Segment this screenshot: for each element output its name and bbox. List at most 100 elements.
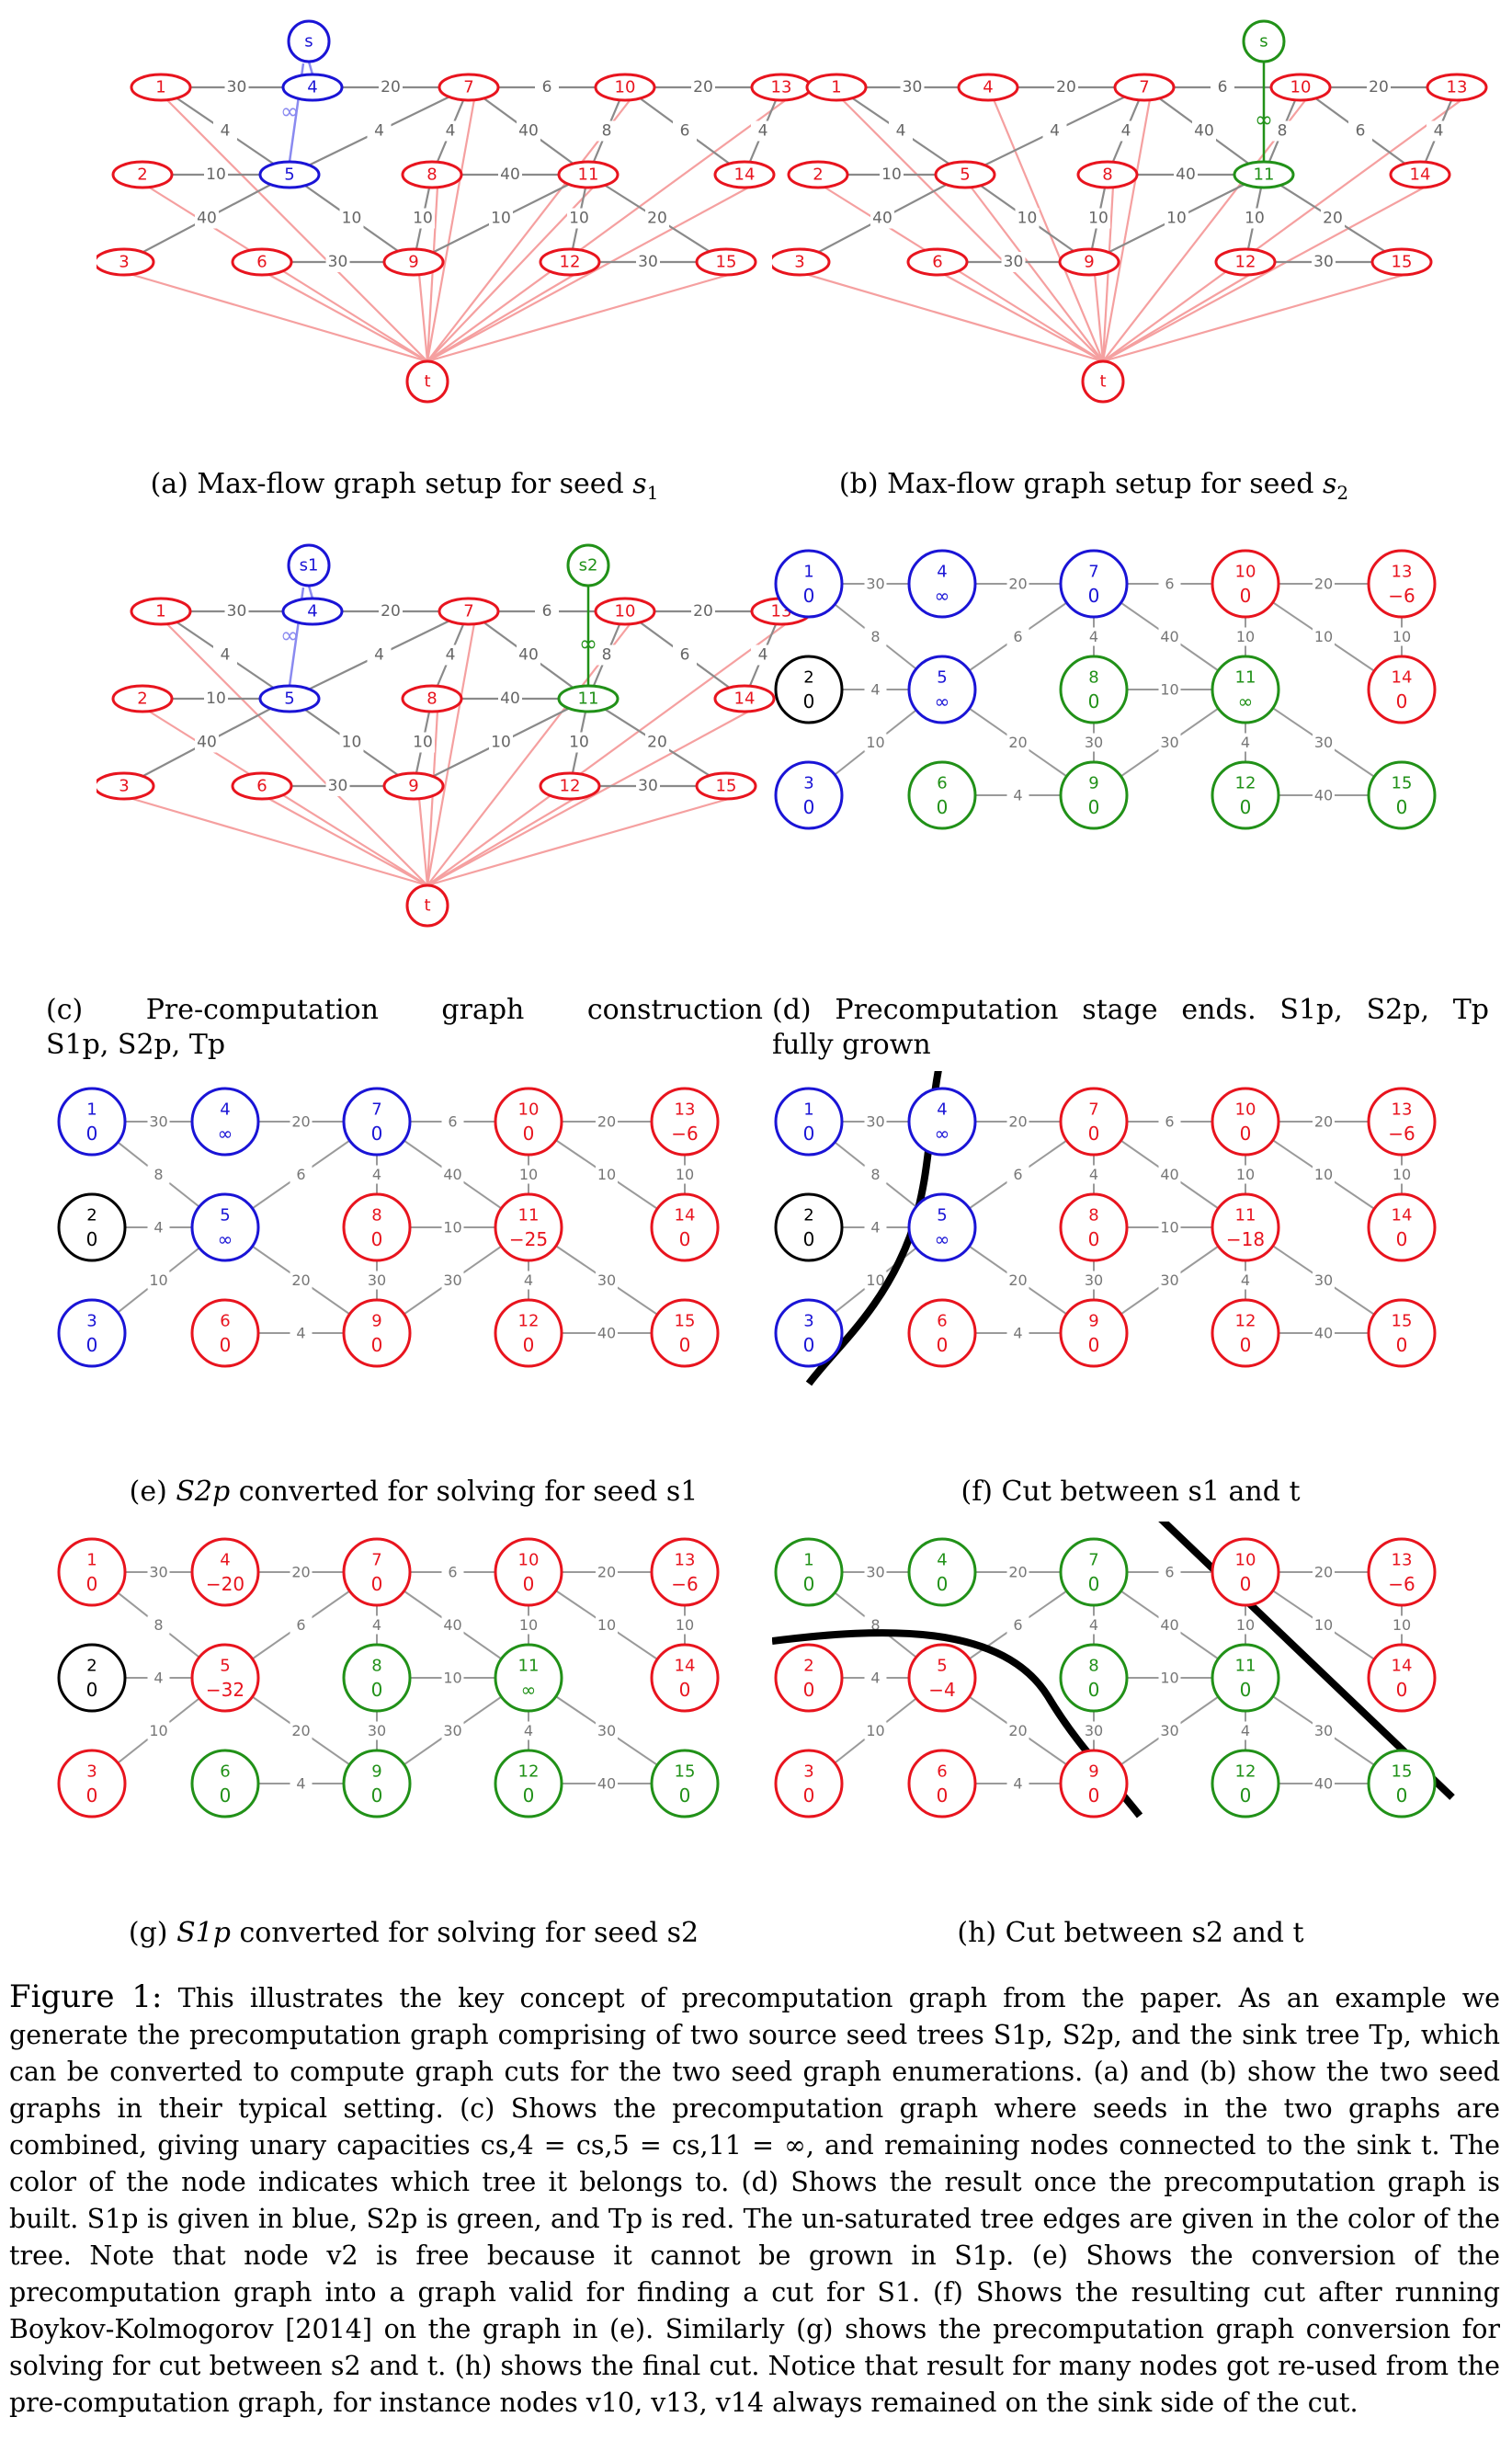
edge-label-bg [596,1774,618,1793]
edge-label-bg [1234,1165,1256,1184]
node-label: 13 [1392,1100,1413,1120]
node-value: 0 [220,1334,232,1356]
edge-label-bg [1243,208,1267,229]
edge-weight: 4 [758,646,768,665]
edge-weight: 20 [597,1113,616,1131]
node-label: 13 [1392,1551,1413,1570]
sink-edge [942,273,1104,362]
node-label: 9 [1084,253,1094,272]
node-value: 0 [803,796,815,818]
node-value: 0 [1396,1228,1408,1250]
edge-weight: 40 [518,646,539,665]
graph-node [557,684,620,713]
edge-label-bg [224,601,249,621]
edge-weight: 4 [296,1775,305,1793]
graph-node [774,1298,844,1368]
edge-weight: 10 [1088,210,1108,228]
edge-weight: 10 [569,734,589,752]
node-value: 0 [523,1334,535,1356]
node-label: 6 [937,1762,947,1782]
sink-edge [417,273,429,362]
node-value: ∞ [1238,690,1254,712]
graph-node [97,247,155,277]
edge-label-bg [864,1165,887,1184]
edge-label-bg [1234,1615,1256,1635]
sink-edge [804,272,1104,363]
edge-weight: 10 [1393,1166,1411,1183]
graph-node [1426,73,1488,102]
edge-weight: 6 [296,1166,305,1183]
edge-weight: 10 [1166,210,1187,228]
edge-label-bg [567,732,591,753]
edge-weight: 6 [1013,628,1022,645]
node-label: 10 [615,602,636,621]
node-label: 14 [1392,668,1413,688]
edge-label-bg [1313,1721,1335,1740]
edge-label-bg [1006,1324,1029,1342]
edge-label-bg [1158,1218,1181,1237]
edge-label-bg [1001,252,1026,272]
graph-node [57,1298,127,1368]
graph-node [906,247,969,277]
edge-weight: 4 [153,1219,163,1237]
graph-node [1059,1087,1129,1157]
edge-label-bg [864,1218,887,1237]
node-label: 12 [1235,1312,1256,1331]
edge-weight: 10 [1393,628,1411,645]
graph-node [494,1749,563,1818]
node-label: 1 [803,1551,813,1570]
edge-weight: 4 [1013,1325,1022,1342]
edge-weight: 30 [1160,1722,1178,1739]
node-label: 15 [716,253,737,272]
edge-weight: 6 [542,78,552,97]
edge-label-bg [1313,575,1335,593]
node-label: 3 [803,1762,813,1782]
node-label: 4 [307,78,317,97]
node-label: 11 [1235,668,1256,688]
node-label: 2 [803,1657,813,1676]
node-value: 0 [803,585,815,607]
node-label: 13 [1392,563,1413,582]
node-label: 5 [937,1657,947,1676]
sink-edge [129,272,428,363]
edge-weight: 10 [597,1166,616,1183]
graph-node [382,771,445,801]
edge-weight: 40 [500,690,520,708]
graph-node [190,1298,260,1368]
node-label: 3 [803,1312,813,1331]
graph-node [774,549,844,619]
node-label: 8 [1088,1657,1098,1676]
node-value: −6 [1388,585,1415,607]
graph-node [594,73,656,102]
edge-weight: 6 [680,646,690,665]
node-label: 15 [675,1762,696,1782]
graph-node [57,1087,127,1157]
edge-weight: 10 [1017,210,1038,228]
graph-node [231,247,293,277]
node-label: 11 [1254,165,1275,185]
edge-label-bg [290,1271,313,1290]
graph-node [1367,1643,1437,1713]
node-value: 0 [803,1334,815,1356]
edge-weight: 10 [597,1616,616,1634]
node-value: 0 [803,1573,815,1595]
edge-label-bg [290,1324,313,1342]
edge-label-bg [441,1112,464,1131]
edge-weight: 4 [1121,122,1131,141]
edge-label-bg [1083,1721,1105,1740]
edge-weight: 40 [1160,1616,1178,1634]
edge-label-bg [1391,627,1413,646]
edge-label-bg [367,120,392,142]
edge-weight: 40 [1314,1775,1333,1793]
node-label: 11 [578,690,599,709]
edge-label-bg [1158,1721,1181,1740]
edge-weight: 20 [1008,1113,1027,1131]
graph-node [130,597,192,626]
edge-label-bg [864,733,887,752]
sink-node [405,884,449,928]
node-value: 0 [1240,1123,1252,1145]
node-value: 0 [523,1784,535,1807]
edge-label-bg [864,1112,887,1131]
node-label: 3 [803,774,813,793]
